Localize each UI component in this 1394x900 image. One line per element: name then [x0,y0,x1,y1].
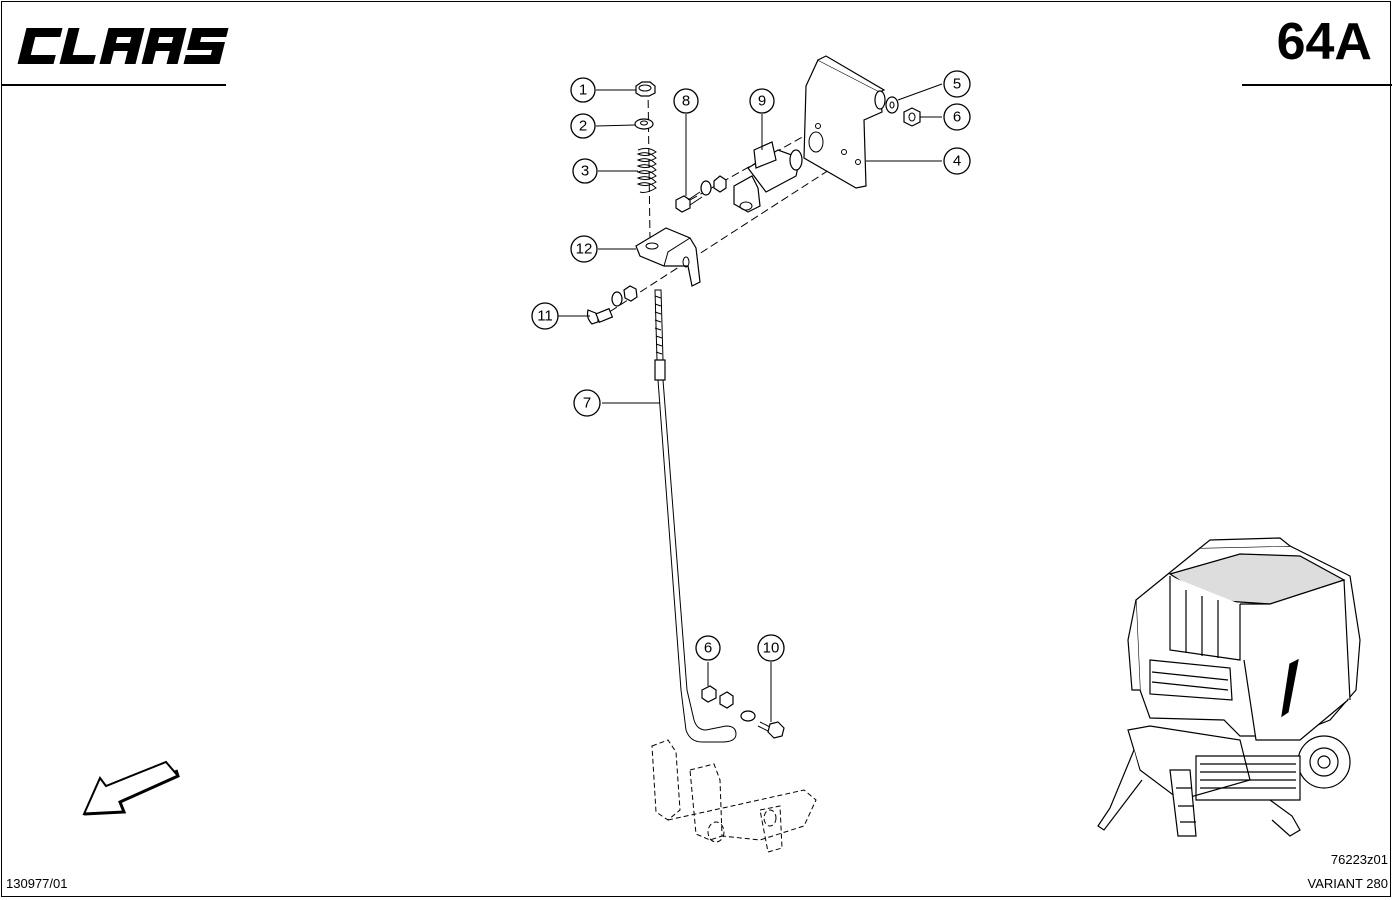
callout-label-11: 11 [537,308,553,325]
part-nut-6-top [903,107,921,127]
callout-2: 2 [570,113,596,139]
page-code: 64A [1276,13,1372,71]
callout-label-7: 7 [583,395,591,412]
callout-label-2: 2 [579,118,587,135]
callout-label-1: 1 [579,82,587,99]
part-plate-4 [803,55,886,189]
part-nut-6-bottom [701,685,717,703]
callout-label-8: 8 [682,93,690,110]
callout-label-6-top: 6 [953,109,961,126]
part-lower-washers [719,691,756,722]
callout-8: 8 [673,88,699,114]
part-sensor-9 [733,141,803,213]
callout-9: 9 [749,88,775,114]
ghost-linkage [651,739,817,853]
arrow-down-left-icon [82,760,180,816]
round-baler-thumbnail-icon [1097,537,1361,837]
part-bolt-8 [675,175,727,213]
callout-label-9: 9 [758,93,766,110]
callout-label-3: 3 [581,163,589,180]
part-bolt-11 [586,285,638,325]
document-number: 130977/01 [6,876,68,891]
callout-label-10: 10 [763,640,780,657]
part-nut-1 [635,81,656,97]
callout-label-6-bottom: 6 [704,640,712,657]
callout-7: 7 [573,389,601,417]
callout-label-12: 12 [576,241,593,258]
header-rule-left [1,84,226,86]
callout-6-top: 6 [943,103,971,131]
callout-4: 4 [943,147,971,175]
part-spring-3 [636,147,657,193]
part-washer-5 [885,96,899,114]
callout-12: 12 [570,235,598,263]
illustration-number: 76223z01 [1330,852,1388,867]
assembly-axis-bracket [599,149,861,319]
callout-11: 11 [531,302,559,330]
callout-10: 10 [757,634,785,662]
part-bolt-10 [757,721,785,739]
callout-6-bottom: 6 [695,635,721,661]
assembly-axis-vertical [647,87,651,241]
callout-label-5: 5 [953,76,961,93]
callout-label-4: 4 [953,153,961,170]
part-bracket-12 [635,227,701,287]
header-rule-right [1242,84,1392,86]
part-rod-7 [654,289,737,743]
machine-variant: VARIANT 280 [1307,876,1388,891]
claas-logo [17,28,229,64]
callout-5: 5 [943,70,971,98]
part-washer-2 [634,118,654,130]
callout-3: 3 [572,158,598,184]
callout-1: 1 [570,77,596,103]
